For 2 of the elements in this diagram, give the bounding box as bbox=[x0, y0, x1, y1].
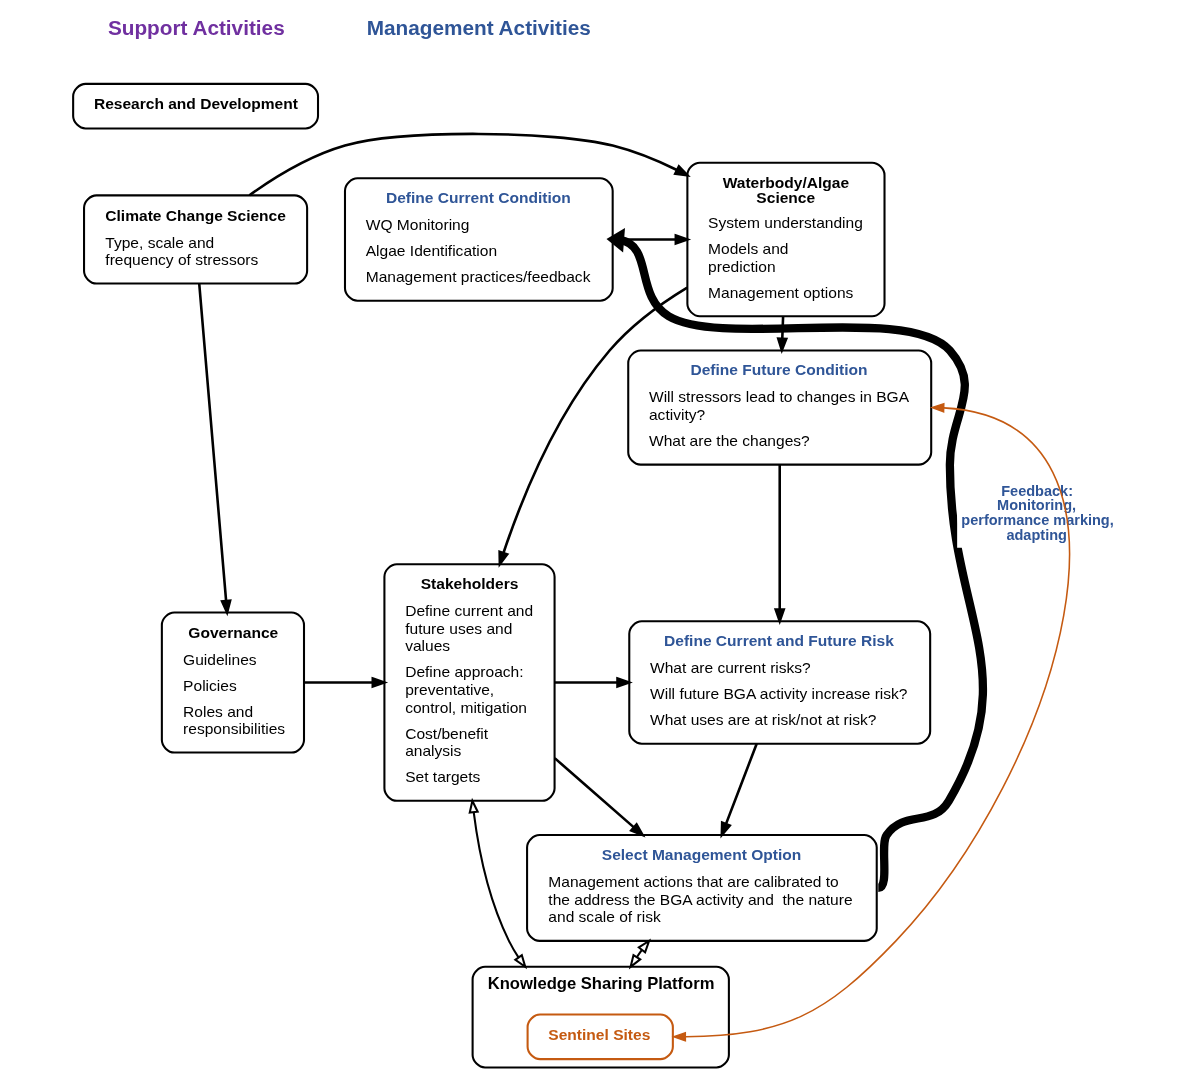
label: Management Activities bbox=[366, 16, 591, 40]
label: Support Activities bbox=[107, 16, 285, 40]
